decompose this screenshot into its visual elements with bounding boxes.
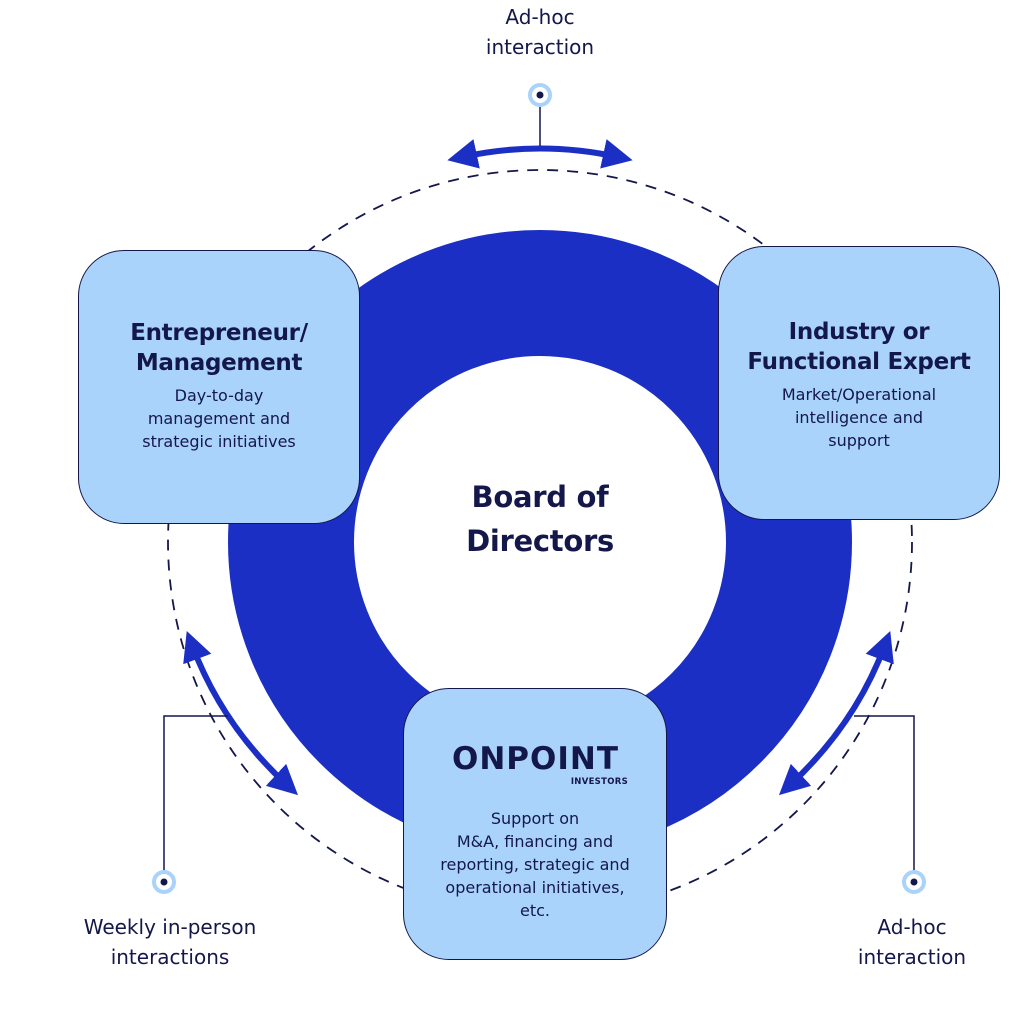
logo-subtitle: INVESTORS <box>570 777 628 787</box>
board-of-directors-label: Board of Directors <box>400 475 680 563</box>
entrepreneur-description: Day-to-day management and strategic init… <box>142 386 296 451</box>
center-line-2: Directors <box>466 524 614 558</box>
right-callout-label: Ad-hoc interaction <box>857 915 967 969</box>
industry-expert-box: Industry or Functional Expert Market/Ope… <box>718 246 1000 520</box>
onpoint-logo: ONPOINT INVESTORS <box>452 741 630 793</box>
center-line-1: Board of <box>471 480 609 514</box>
onpoint-description: Support on M&A, financing and reporting,… <box>440 809 630 920</box>
right-double-arrow-icon <box>778 630 894 796</box>
entrepreneur-management-box: Entrepreneur/ Management Day-to-day mana… <box>78 250 360 524</box>
expert-description: Market/Operational intelligence and supp… <box>781 385 937 450</box>
left-callout-label: Weekly in-person interactions <box>83 915 257 969</box>
right-callout-line <box>854 715 915 872</box>
onpoint-investors-box: ONPOINT INVESTORS Support on M&A, financ… <box>403 688 667 960</box>
left-callout-line <box>163 715 228 872</box>
top-target-dot-icon <box>528 83 552 107</box>
logo-wordmark: ONPOINT <box>452 741 619 777</box>
entrepreneur-title: Entrepreneur/ Management <box>130 320 308 376</box>
top-callout-label: Ad-hoc interaction <box>485 5 595 59</box>
left-double-arrow-icon <box>183 630 299 796</box>
right-target-dot-icon <box>902 870 926 894</box>
top-double-arrow-icon <box>447 139 633 169</box>
left-target-dot-icon <box>152 870 176 894</box>
expert-title: Industry or Functional Expert <box>747 319 971 375</box>
